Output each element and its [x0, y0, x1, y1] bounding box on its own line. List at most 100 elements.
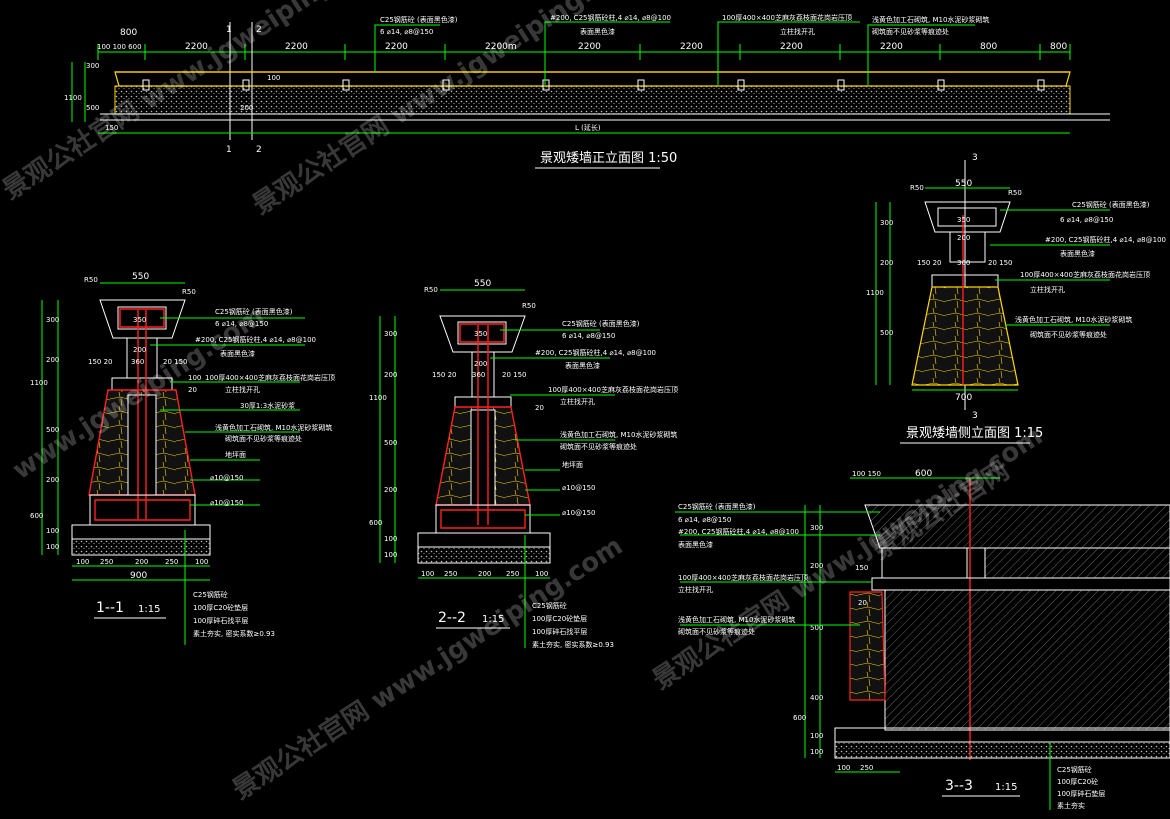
s2-note-4: 100厚400×400芝麻灰荔枝面花岗岩压顶 [548, 385, 678, 394]
side-left-300: 300 [880, 219, 893, 227]
s1-dim-r50-r: R50 [182, 288, 196, 296]
s1-bot-100a: 100 [76, 558, 89, 566]
s2-scale: 1:15 [482, 614, 504, 625]
side-dim-350: 350 [957, 216, 970, 224]
s3-mid-150: 150 [855, 564, 868, 572]
s1-base-0: C25钢筋砼 [193, 590, 228, 599]
s1-bot-250a: 250 [100, 558, 113, 566]
s1-left-500: 500 [46, 426, 59, 434]
s2-note-9: ⌀10@150 [562, 484, 595, 492]
s3-note-6: 浅黄色加工石砌筑, M10水泥砂浆砌筑 [678, 615, 795, 624]
side-dim-15020: 150 20 [917, 259, 942, 267]
s3-base-3: 素土夯实 [1057, 801, 1085, 810]
s3-top-100150: 100 150 [852, 470, 881, 478]
s3-mid-20: 20 [858, 599, 867, 607]
s2-dim-360: 360 [472, 371, 485, 379]
s3-left-500: 500 [810, 624, 823, 632]
s3-bot-100: 100 [837, 764, 850, 772]
s2-left-600: 600 [369, 519, 382, 527]
side-elevation-title: 景观矮墙侧立面图 1:15 [906, 426, 1043, 441]
side-dim-20150: 20 150 [988, 259, 1013, 267]
s2-left-100a: 100 [384, 535, 397, 543]
elev-bottom-L: L (延长) [575, 123, 601, 132]
elev-left-top-dims: 100 100 600 [97, 43, 142, 51]
elev-note-7: 砌筑面不见砂浆等痕迹处 [872, 27, 949, 36]
s2-base-3: 素土夯实, 密实系数≥0.93 [532, 640, 614, 649]
elev-top-dim-6: 2200 [680, 42, 703, 52]
side-dim-360: 360 [957, 259, 970, 267]
s2-dim-r50-r: R50 [522, 302, 536, 310]
s1-note-4: 100厚400×400芝麻灰荔枝面花岗岩压顶 [205, 373, 335, 382]
s3-left-400: 400 [810, 694, 823, 702]
s1-bot-900: 900 [130, 571, 147, 581]
s1-left-200b: 200 [46, 476, 59, 484]
side-dim-r50-r: R50 [1008, 189, 1022, 197]
s2-note-6: 浅黄色加工石砌筑, M10水泥砂浆砌筑 [560, 430, 677, 439]
s3-note-3: 表面黑色漆 [678, 540, 713, 549]
s2-bot-100b: 100 [535, 570, 548, 578]
side-note-2: #200, C25钢筋砼柱,4 ⌀14, ⌀8@100 [1045, 235, 1166, 244]
s3-note-4: 100厚400×400芝麻灰荔枝面花岗岩压顶 [678, 573, 808, 582]
s1-left-300: 300 [46, 316, 59, 324]
s2-left-500: 500 [384, 439, 397, 447]
elev-top-dim-10: 800 [1050, 42, 1067, 52]
s2-label: 2--2 [438, 610, 466, 626]
side-left-200: 200 [880, 259, 893, 267]
s1-base-2: 100厚碎石找平层 [193, 616, 248, 625]
side-note-5: 立柱找开孔 [1030, 285, 1065, 294]
s3-note-2: #200, C25钢筋砼柱,4 ⌀14, ⌀8@100 [678, 527, 799, 536]
side-dim-r50-l: R50 [910, 184, 924, 192]
s3-left-200: 200 [810, 562, 823, 570]
s3-base-0: C25钢筋砼 [1057, 765, 1092, 774]
front-elevation: 800 100 100 600 2200 2200 2200 2200m 220… [64, 13, 1110, 169]
s1-dim-550: 550 [132, 272, 149, 282]
s3-top-600: 600 [915, 469, 932, 479]
elev-bottom-150: 150 [105, 124, 118, 132]
s1-left-200: 200 [46, 356, 59, 364]
s1-left-100a: 100 [46, 527, 59, 535]
elev-note-3: 表面黑色漆 [580, 27, 615, 36]
s1-note-10: ⌀10@150 [210, 474, 243, 482]
s2-left-200: 200 [384, 371, 397, 379]
s1-note-8: 砌筑面不见砂浆等痕迹处 [225, 434, 302, 443]
s2-note-0: C25钢筋砼 (表面黑色漆) [562, 319, 640, 328]
s1-base-3: 素土夯实, 密实系数≥0.93 [193, 629, 275, 638]
elev-mark-1-bot: 1 [226, 145, 232, 155]
s1-note-9: 地坪面 [225, 450, 246, 459]
s2-base-2: 100厚碎石找平层 [532, 627, 587, 636]
s1-right-20: 20 [188, 386, 197, 394]
s3-bot-250: 250 [860, 764, 873, 772]
s2-dim-20150: 20 150 [502, 371, 527, 379]
s1-note-11: ⌀10@150 [210, 499, 243, 507]
side-note-4: 100厚400×400芝麻灰荔枝面花岗岩压顶 [1020, 270, 1150, 279]
elev-top-dim-8: 2200 [880, 42, 903, 52]
s3-label: 3--3 [945, 778, 973, 794]
section-1-1: 550 R50 R50 350 200 150 20 360 20 150 30… [30, 272, 335, 645]
elev-top-dim-4: 2200m [485, 42, 517, 52]
s1-dim-20150: 20 150 [163, 358, 188, 366]
elev-note-2: #200, C25钢筋砼柱,4 ⌀14, ⌀8@100 [550, 13, 671, 22]
s1-dim-15020: 150 20 [88, 358, 113, 366]
s3-note-7: 砌筑面不见砂浆等痕迹处 [678, 627, 755, 636]
s3-scale: 1:15 [995, 782, 1017, 793]
s1-note-7: 浅黄色加工石砌筑, M10水泥砂浆砌筑 [215, 423, 332, 432]
s3-left-300: 300 [810, 524, 823, 532]
elev-note-0: C25钢筋砼 (表面黑色漆) [380, 15, 458, 24]
side-dim-200: 200 [957, 234, 970, 242]
s2-right-20: 20 [535, 404, 544, 412]
side-dim-550: 550 [955, 179, 972, 189]
s1-label: 1--1 [96, 600, 124, 616]
s1-dim-r50-l: R50 [84, 276, 98, 284]
s1-note-1: 6 ⌀14, ⌀8@150 [215, 320, 268, 328]
s2-note-8: 地坪面 [562, 460, 583, 469]
elev-note-4: 100厚400×400芝麻灰荔枝面花岗岩压顶 [722, 13, 852, 22]
s1-bot-250b: 250 [165, 558, 178, 566]
side-note-1: 6 ⌀14, ⌀8@150 [1060, 216, 1113, 224]
s2-note-2: #200, C25钢筋砼柱,4 ⌀14, ⌀8@100 [535, 348, 656, 357]
side-dim-700: 700 [955, 393, 972, 403]
s2-bot-200: 200 [478, 570, 491, 578]
elevation-title: 景观矮墙正立面图 1:50 [540, 151, 677, 166]
elev-top-dim-0: 800 [120, 28, 137, 38]
elev-top-dim-7: 2200 [780, 42, 803, 52]
elev-note-1: 6 ⌀14, ⌀8@150 [380, 28, 433, 36]
